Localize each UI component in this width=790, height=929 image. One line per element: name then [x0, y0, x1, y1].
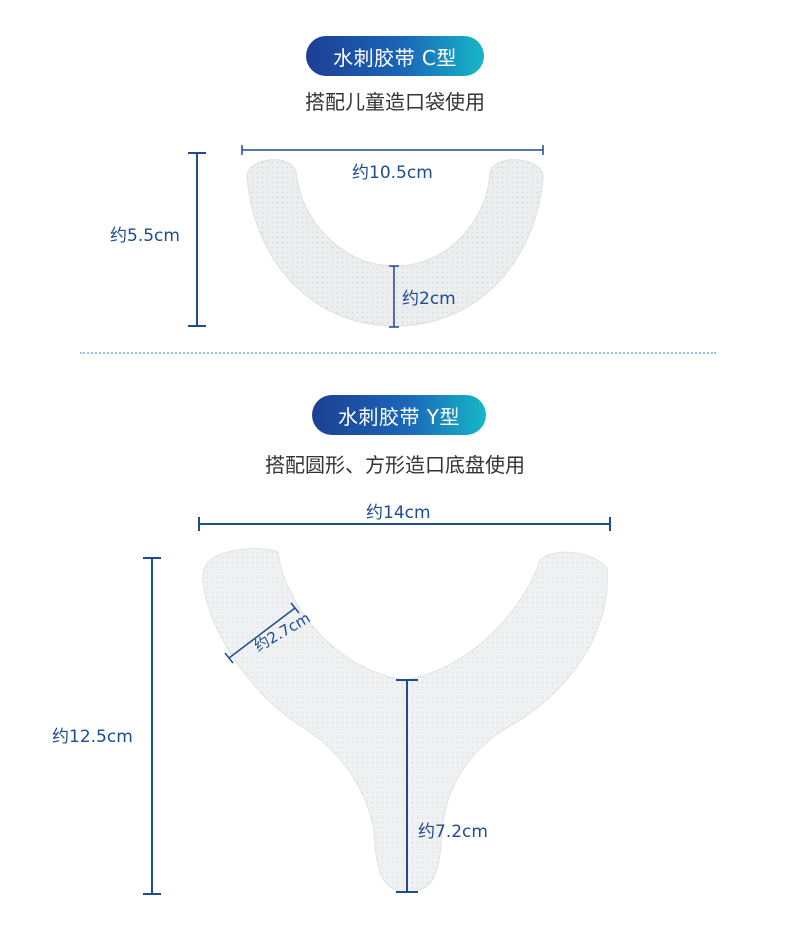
c-type-badge-text: 水刺胶带 C型: [333, 45, 457, 70]
c-width-label: 约10.5cm: [352, 163, 433, 183]
section-divider: [80, 352, 716, 354]
c-type-subtitle: 搭配儿童造口袋使用: [305, 90, 485, 114]
y-type-badge-text: 水刺胶带 Y型: [337, 404, 461, 429]
c-height-dimension-line: [188, 152, 206, 327]
y-width-dimension-line: [198, 517, 611, 531]
c-width-dimension-line: [241, 145, 544, 155]
y-arm-dimension-line: [224, 602, 300, 664]
c-type-tape-shape: [246, 159, 544, 327]
y-type-tape-shape: [202, 548, 608, 893]
y-type-badge: 水刺胶带 Y型: [312, 395, 486, 435]
y-stem-dimension-line: [396, 679, 418, 893]
c-band-label: 约2cm: [402, 289, 456, 309]
y-type-subtitle: 搭配圆形、方形造口底盘使用: [265, 453, 525, 477]
y-stem-label: 约7.2cm: [418, 822, 488, 842]
c-height-label: 约5.5cm: [110, 226, 180, 246]
y-height-label: 约12.5cm: [52, 727, 133, 747]
c-type-badge: 水刺胶带 C型: [306, 36, 484, 76]
y-width-label: 约14cm: [366, 503, 431, 523]
c-band-dimension-line: [389, 265, 399, 328]
y-height-dimension-line: [143, 557, 161, 895]
